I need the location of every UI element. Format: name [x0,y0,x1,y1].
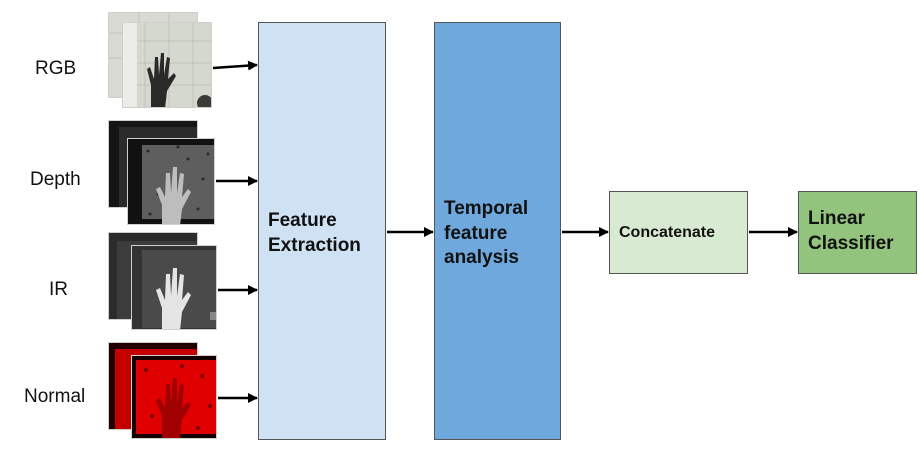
ir-frame-front [131,245,217,330]
normal-frame-front [131,355,217,439]
linear-classifier-line1: Linear [808,208,866,229]
feature-extraction-line2: Extraction [268,234,361,256]
arrow-rgb [212,60,258,71]
modality-label-normal: Normal [24,386,86,407]
temporal-line1: Temporal [444,198,529,219]
rgb-frame-front [122,22,212,108]
temporal-line2: feature [444,222,508,244]
temporal-analysis-block: Temporal feature analysis [434,22,561,440]
modality-label-rgb: RGB [35,58,77,79]
linear-classifier-label: Linear Classifier [808,207,894,256]
concatenate-block: Concatenate [609,191,748,274]
linear-classifier-line2: Classifier [808,232,894,254]
feature-extraction-line1: Feature [268,210,337,231]
modality-label-ir: IR [49,279,68,300]
temporal-line3: analysis [444,247,519,269]
modality-label-depth: Depth [30,169,81,190]
feature-extraction-label: Feature Extraction [268,209,361,258]
temporal-analysis-label: Temporal feature analysis [444,197,528,271]
linear-classifier-block: Linear Classifier [798,191,917,274]
concatenate-label: Concatenate [619,224,716,241]
feature-extraction-block: Feature Extraction [258,22,386,440]
depth-frame-front [127,138,215,225]
